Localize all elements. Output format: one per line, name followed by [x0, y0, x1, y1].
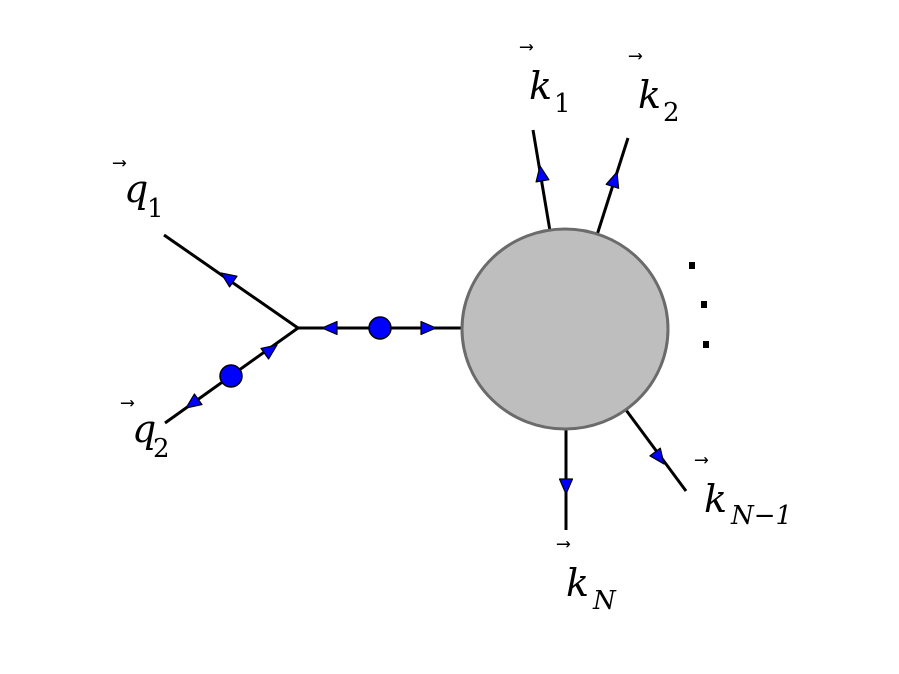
arrow-q1 — [220, 272, 238, 288]
label-k2: k 2 ⃗ — [628, 53, 680, 128]
arrow-k2 — [605, 171, 620, 189]
vector-arrow: ⃗ — [694, 457, 709, 464]
svg-text:k: k — [638, 73, 661, 117]
label-kNm1: k N−1 ⃗ — [694, 457, 792, 531]
arrow-kNm1 — [649, 447, 665, 465]
arrow-q2-in — [260, 344, 278, 360]
arrow-int-left — [321, 320, 338, 336]
svg-text:k: k — [529, 64, 552, 108]
arrow-k1 — [535, 165, 550, 183]
vector-arrow: ⃗ — [112, 160, 127, 167]
vector-arrow: ⃗ — [120, 400, 135, 407]
vertex-dot-q2 — [219, 364, 243, 388]
ellipsis-dot-3 — [703, 341, 709, 348]
arrow-int-right — [420, 320, 437, 336]
svg-text:k: k — [704, 477, 727, 521]
svg-text:N−1: N−1 — [730, 501, 792, 531]
svg-text:1: 1 — [554, 89, 571, 119]
ellipsis-dot-1 — [689, 262, 695, 269]
label-kN: k N ⃗ — [556, 541, 617, 616]
arrow-q2 — [185, 393, 203, 409]
vector-arrow: ⃗ — [556, 541, 571, 548]
ellipsis-dot-2 — [701, 301, 707, 308]
vector-arrow: ⃗ — [628, 53, 643, 60]
arrow-kN — [558, 478, 574, 495]
vertex-dot-internal — [368, 316, 392, 340]
vector-arrow: ⃗ — [519, 44, 534, 51]
svg-text:2: 2 — [153, 434, 170, 464]
svg-text:q: q — [132, 407, 156, 451]
arrowheads — [185, 165, 665, 495]
label-q2: q 2 ⃗ — [120, 400, 170, 464]
svg-text:1: 1 — [147, 194, 164, 224]
label-q1: q 1 ⃗ — [112, 160, 164, 224]
svg-text:k: k — [566, 561, 589, 605]
svg-text:2: 2 — [663, 98, 680, 128]
label-k1: k 1 ⃗ — [519, 44, 571, 119]
svg-text:N: N — [592, 586, 617, 616]
svg-text:q: q — [124, 167, 148, 211]
interaction-blob — [460, 227, 670, 431]
line-kNm1 — [624, 409, 688, 492]
